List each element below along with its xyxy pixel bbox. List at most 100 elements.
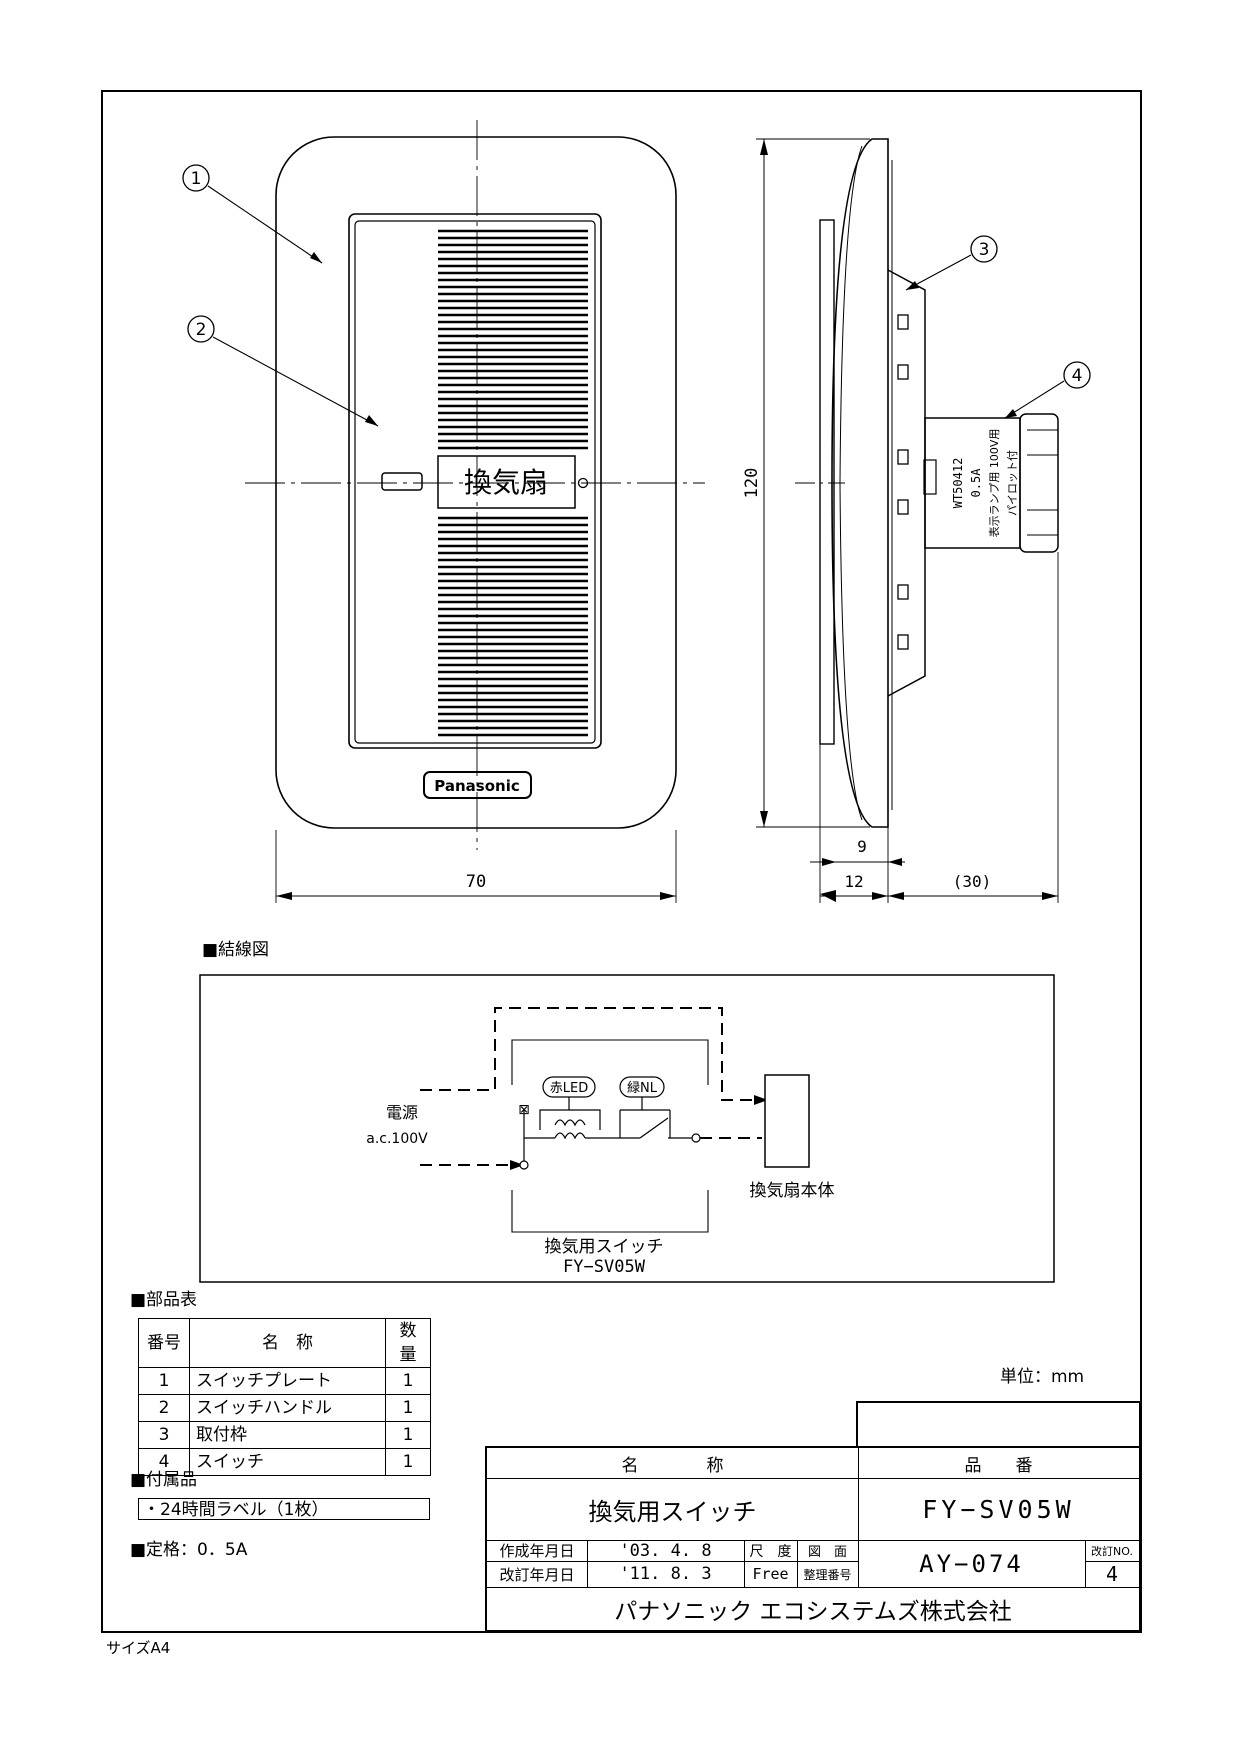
wiring-diagram: ⊠ 赤LED 緑NL 換気扇本体 電源 a.c.100V 換気用スイッチ FY−… (199, 974, 1055, 1283)
nl-label: 緑NL (627, 1081, 658, 1096)
drawing-label-2: 整理番号 (803, 1567, 852, 1582)
part-number: 2 (138, 1394, 190, 1422)
created-label: 作成年月日 (499, 1542, 575, 1560)
dim-arrow (1042, 892, 1058, 900)
dim-height: 120 (742, 468, 762, 499)
dim-arrow (872, 892, 888, 900)
wire-dashed-upper (420, 1007, 762, 1101)
dim-arrow (820, 890, 836, 902)
part-number: 4 (138, 1448, 190, 1476)
paper-size: サイズA4 (106, 1639, 171, 1657)
callout-1-leader (207, 185, 323, 264)
dim-arrow (760, 139, 768, 155)
number-header: 品 番 (964, 1455, 1033, 1476)
brand-badge (423, 771, 532, 799)
terminal (691, 1133, 701, 1143)
callout-2-leader (212, 336, 379, 427)
callout-2-arrow (365, 415, 378, 426)
switch-tab (923, 459, 937, 495)
part-qty: 1 (385, 1394, 431, 1422)
part-name: スイッチハンドル (189, 1394, 386, 1422)
fan-label: 換気扇本体 (750, 1181, 835, 1201)
parts-section-title: ■部品表 (130, 1290, 198, 1310)
frame-slot (897, 314, 909, 330)
title-block: 名 称 品 番 換気用スイッチ FY−SV05W 作成年月日 '03. 4. 8… (485, 1446, 1141, 1632)
header-qty: 数量 (385, 1318, 431, 1368)
table-row: 3 取付枠 1 (138, 1421, 431, 1449)
part-qty: 1 (385, 1421, 431, 1449)
dim-width: 70 (466, 872, 486, 892)
dim-arrow (888, 858, 902, 866)
part-name: スイッチプレート (189, 1367, 386, 1395)
wiring-section-title: ■結線図 (202, 940, 270, 960)
callout-1-arrow (310, 252, 322, 263)
switch-name: 換気用スイッチ (545, 1237, 664, 1257)
callout-3: 3 (979, 240, 990, 260)
scale-label: 尺 度 (749, 1543, 792, 1560)
led-label: 赤LED (550, 1081, 588, 1096)
drawing-label: 図 面 (807, 1545, 847, 1560)
mounting-frame (887, 269, 926, 697)
wire-arrow (510, 1160, 524, 1170)
switch-label-line-1: WT50412 (951, 458, 965, 509)
table-row: 2 スイッチハンドル 1 (138, 1394, 431, 1422)
part-number: 3 (138, 1421, 190, 1449)
power-voltage: a.c.100V (366, 1131, 428, 1147)
terminal (519, 1160, 529, 1170)
handle-profile (819, 219, 835, 745)
inductor-1 (554, 1132, 586, 1140)
fan-unit (764, 1074, 810, 1168)
switch-boundary (511, 1039, 709, 1233)
vent-grille (438, 229, 588, 737)
indicator-lamp (381, 472, 423, 491)
dim-depth-plate: 9 (857, 837, 867, 856)
wire-arrow (754, 1095, 768, 1105)
revision-number: 4 (1105, 1562, 1119, 1586)
drawing-number: AY−074 (919, 1549, 1024, 1578)
frame-slot (897, 584, 909, 600)
callout-2: 2 (196, 320, 207, 340)
revised-date: '11. 8. 3 (619, 1564, 712, 1584)
frame-slot (897, 634, 909, 650)
frame-slots (897, 314, 909, 650)
company-name: パナソニック エコシステムズ株式会社 (614, 1598, 1012, 1625)
table-row: 4 スイッチ 1 (138, 1448, 431, 1476)
callout-3-leader (905, 254, 972, 291)
callout-4-leader (1004, 380, 1065, 419)
frame-slot (897, 364, 909, 380)
header-number: 番号 (138, 1318, 190, 1368)
header-name: 名 称 (189, 1318, 386, 1368)
dim-arrow (822, 858, 836, 866)
product-number: FY−SV05W (922, 1494, 1075, 1524)
dim-arrow (760, 811, 768, 827)
rating-text: ■定格：0．5A (130, 1540, 248, 1560)
callout-1-circle (182, 164, 210, 192)
parts-table: 番号 名 称 数量 1 スイッチプレート 1 2 スイッチハンドル 1 3 取付… (138, 1318, 431, 1476)
callout-4-arrow (1005, 409, 1017, 418)
callout-3-arrow (906, 281, 919, 290)
scale-value: Free (752, 1565, 789, 1583)
accessory-item: ・24時間ラベル（1枚） (138, 1498, 430, 1520)
name-header: 名 称 (621, 1455, 724, 1476)
frame-slot (897, 499, 909, 515)
table-header-row: 番号 名 称 数量 (138, 1318, 431, 1368)
part-qty: 1 (385, 1448, 431, 1476)
callout-1: 1 (191, 169, 202, 189)
dim-arrow (888, 892, 904, 900)
product-name: 換気用スイッチ (588, 1497, 757, 1526)
dim-depth-body: (30) (953, 872, 992, 891)
revised-label: 改訂年月日 (499, 1565, 575, 1584)
dim-arrow (660, 892, 676, 900)
switch-plate-outline (275, 136, 677, 829)
switch-label-line-4: パイロット付 (1006, 450, 1019, 516)
callout-2-circle (187, 315, 215, 343)
drawing-border (101, 90, 1142, 1633)
switch-contact (639, 1117, 669, 1139)
switch-connector (1019, 413, 1059, 553)
part-name: スイッチ (189, 1448, 386, 1476)
panel-label: 換気扇 (464, 466, 548, 499)
unit-label: 単位：mm (1000, 1367, 1085, 1387)
part-name: 取付枠 (189, 1421, 386, 1449)
switch-label-line-3: 表示ランプ用 100V用 (987, 429, 1001, 538)
